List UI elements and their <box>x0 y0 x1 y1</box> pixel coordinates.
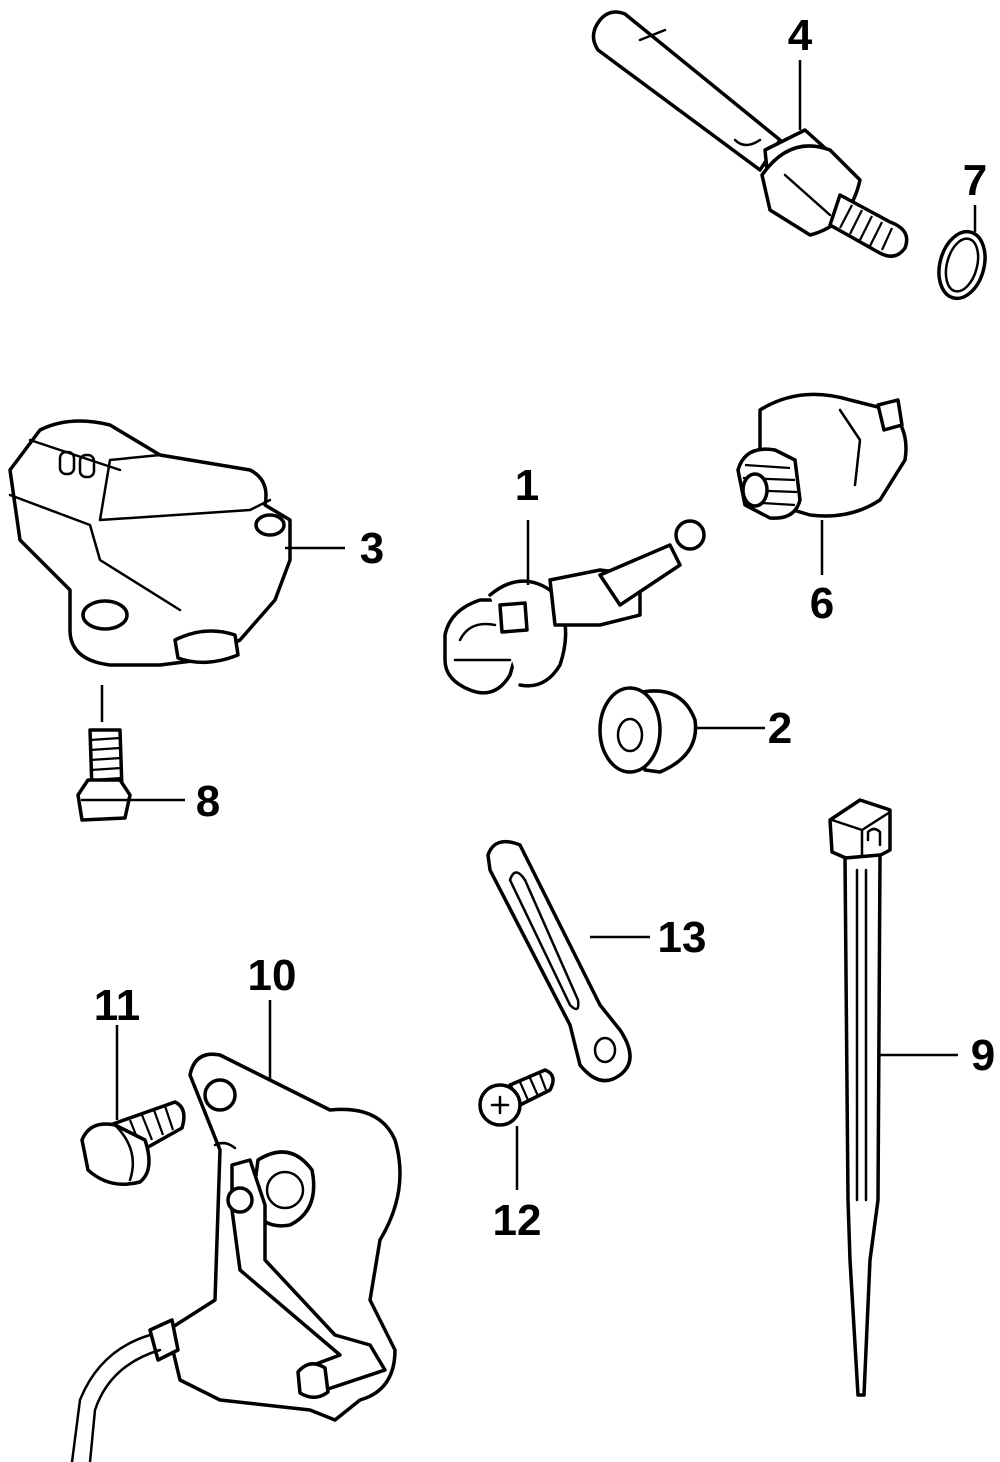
callout-8: 8 <box>196 777 220 826</box>
leader-lines <box>100 60 977 1190</box>
part-2-grommet <box>598 686 698 774</box>
part-10-throttle-position-sensor <box>70 1052 402 1462</box>
part-4-temperature-sensor <box>591 10 909 258</box>
part-1-connector-sensor <box>443 519 706 695</box>
callout-11: 11 <box>94 981 141 1030</box>
callout-6: 6 <box>810 579 834 628</box>
part-13-bracket-strap <box>486 839 632 1083</box>
callout-1: 1 <box>515 461 539 510</box>
part-11-bolt <box>80 1100 186 1186</box>
part-6-knock-sensor <box>736 392 908 520</box>
part-3-map-sensor <box>8 419 292 667</box>
callout-2: 2 <box>768 704 792 753</box>
part-8-bolt <box>76 728 132 822</box>
callout-9: 9 <box>971 1031 995 1080</box>
callout-12: 12 <box>493 1196 542 1245</box>
callout-7: 7 <box>963 156 987 205</box>
callout-4: 4 <box>788 11 813 60</box>
callout-labels: 1 2 3 4 6 7 8 9 10 11 12 13 <box>94 11 996 1245</box>
callout-3: 3 <box>360 524 384 573</box>
callout-10: 10 <box>248 951 297 1000</box>
callout-13: 13 <box>658 913 707 962</box>
part-7-o-ring <box>937 229 987 301</box>
part-12-screw <box>478 1068 555 1127</box>
part-9-cable-tie <box>828 798 892 1397</box>
